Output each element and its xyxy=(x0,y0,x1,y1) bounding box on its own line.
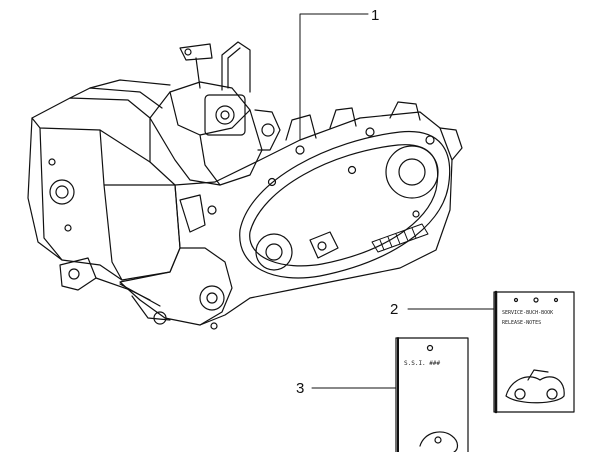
booklet-2-title: SERVICE-BUCH-BOOK xyxy=(502,310,553,316)
intake-pipe xyxy=(221,41,251,93)
air-intake-port xyxy=(49,179,75,205)
manual-booklet-3 xyxy=(395,337,469,452)
crankcase xyxy=(119,111,453,326)
callout-2-label: 2 xyxy=(390,301,398,318)
callout-3-label: 3 xyxy=(296,380,304,397)
manual-booklet-2 xyxy=(493,290,575,414)
engine-mount xyxy=(179,247,233,326)
engine-assembly xyxy=(27,41,463,330)
cooling-grille xyxy=(371,223,429,253)
booklet-2-subtitle: RELEASE-NOTES xyxy=(502,320,541,326)
front-pulley xyxy=(385,145,439,199)
leader-lines xyxy=(299,13,495,389)
booklet-3-title: S.S.I. ### xyxy=(404,360,441,367)
rear-pulley xyxy=(255,233,293,271)
leader-line-1 xyxy=(299,13,369,141)
callout-1-label: 1 xyxy=(371,7,379,24)
transmission-cover xyxy=(239,130,451,279)
